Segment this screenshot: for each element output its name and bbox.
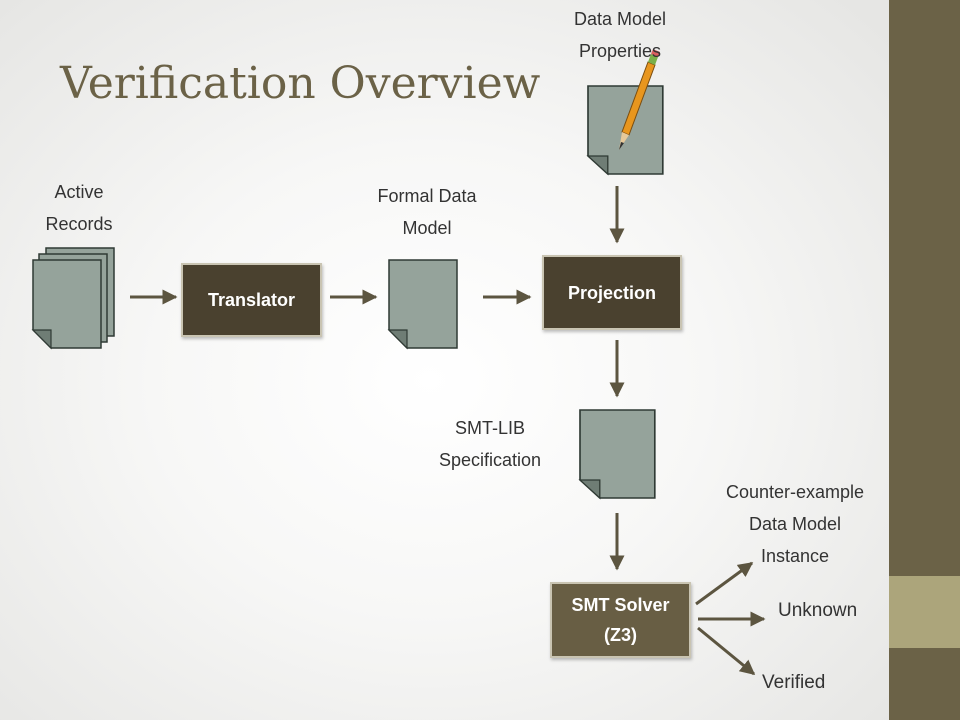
pencil-icon — [619, 49, 660, 150]
active-records-document-stack — [32, 247, 115, 349]
side-accent-block — [889, 576, 960, 648]
slide-title: Verification Overview — [60, 58, 541, 109]
arrow-solver-to-counter-example — [695, 561, 754, 606]
data-model-properties-label: Data Model Properties — [573, 9, 667, 61]
active-records-label: Active Records — [45, 182, 113, 234]
smtlib-specification-label: SMT-LIB Specification — [438, 418, 542, 470]
formal-data-model-document — [388, 259, 458, 349]
unknown-outcome-label: Unknown — [778, 600, 858, 621]
projection-box: Projection — [542, 255, 682, 330]
verified-outcome-label: Verified — [762, 672, 826, 693]
arrow-solver-to-verified — [697, 626, 756, 676]
smtlib-specification-document — [579, 409, 656, 499]
smt-solver-box: SMT Solver (Z3) — [550, 582, 691, 658]
counter-example-label: Counter-example Data Model Instance — [725, 482, 865, 566]
translator-box: Translator — [181, 263, 322, 337]
formal-data-model-label: Formal Data Model — [377, 186, 477, 238]
